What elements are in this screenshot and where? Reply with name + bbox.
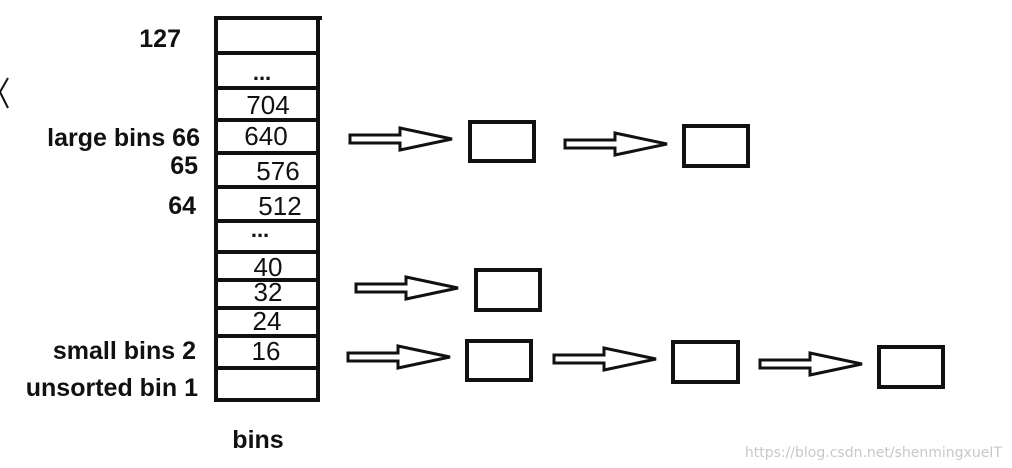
chunk-16-3: [877, 345, 945, 389]
chunk-32-1: [474, 268, 542, 312]
arrow-16-2: [552, 346, 657, 372]
label-bin-65: 65: [170, 152, 198, 180]
chain-640: [348, 120, 750, 168]
arrow-16-1: [346, 344, 451, 370]
label-large-bins: large bins 66: [47, 124, 200, 152]
chunk-640-1: [468, 120, 536, 163]
label-bin-64: 64: [168, 192, 196, 220]
chunk-16-2: [671, 340, 740, 384]
cell-16: 16: [252, 336, 281, 366]
edge-mark: [0, 77, 9, 109]
bin-column: [214, 16, 322, 402]
cell-top-ellipsis: ...: [253, 60, 271, 85]
chunk-16-1: [465, 339, 533, 382]
chunk-640-2: [682, 124, 750, 168]
cell-24: 24: [253, 306, 282, 336]
label-small-bins: small bins 2: [53, 337, 196, 365]
watermark: https://blog.csdn.net/shenmingxueIT: [745, 445, 1003, 461]
chain-32: [354, 268, 542, 312]
arrow-640-2: [563, 131, 668, 157]
arrow-32-1: [354, 275, 459, 301]
chain-16: [346, 339, 945, 389]
label-unsorted-bin: unsorted bin 1: [26, 374, 198, 402]
cell-mid-ellipsis: ...: [251, 217, 269, 242]
cell-640: 640: [244, 121, 287, 151]
cell-32: 32: [254, 277, 283, 307]
label-bin-127: 127: [139, 25, 181, 53]
arrow-16-3: [758, 351, 863, 377]
cell-704: 704: [246, 90, 289, 120]
bins-caption: bins: [232, 426, 283, 454]
arrow-640-1: [348, 126, 453, 152]
cell-40: 40: [254, 252, 283, 282]
cell-512: 512: [258, 191, 301, 221]
cell-576: 576: [256, 156, 299, 186]
